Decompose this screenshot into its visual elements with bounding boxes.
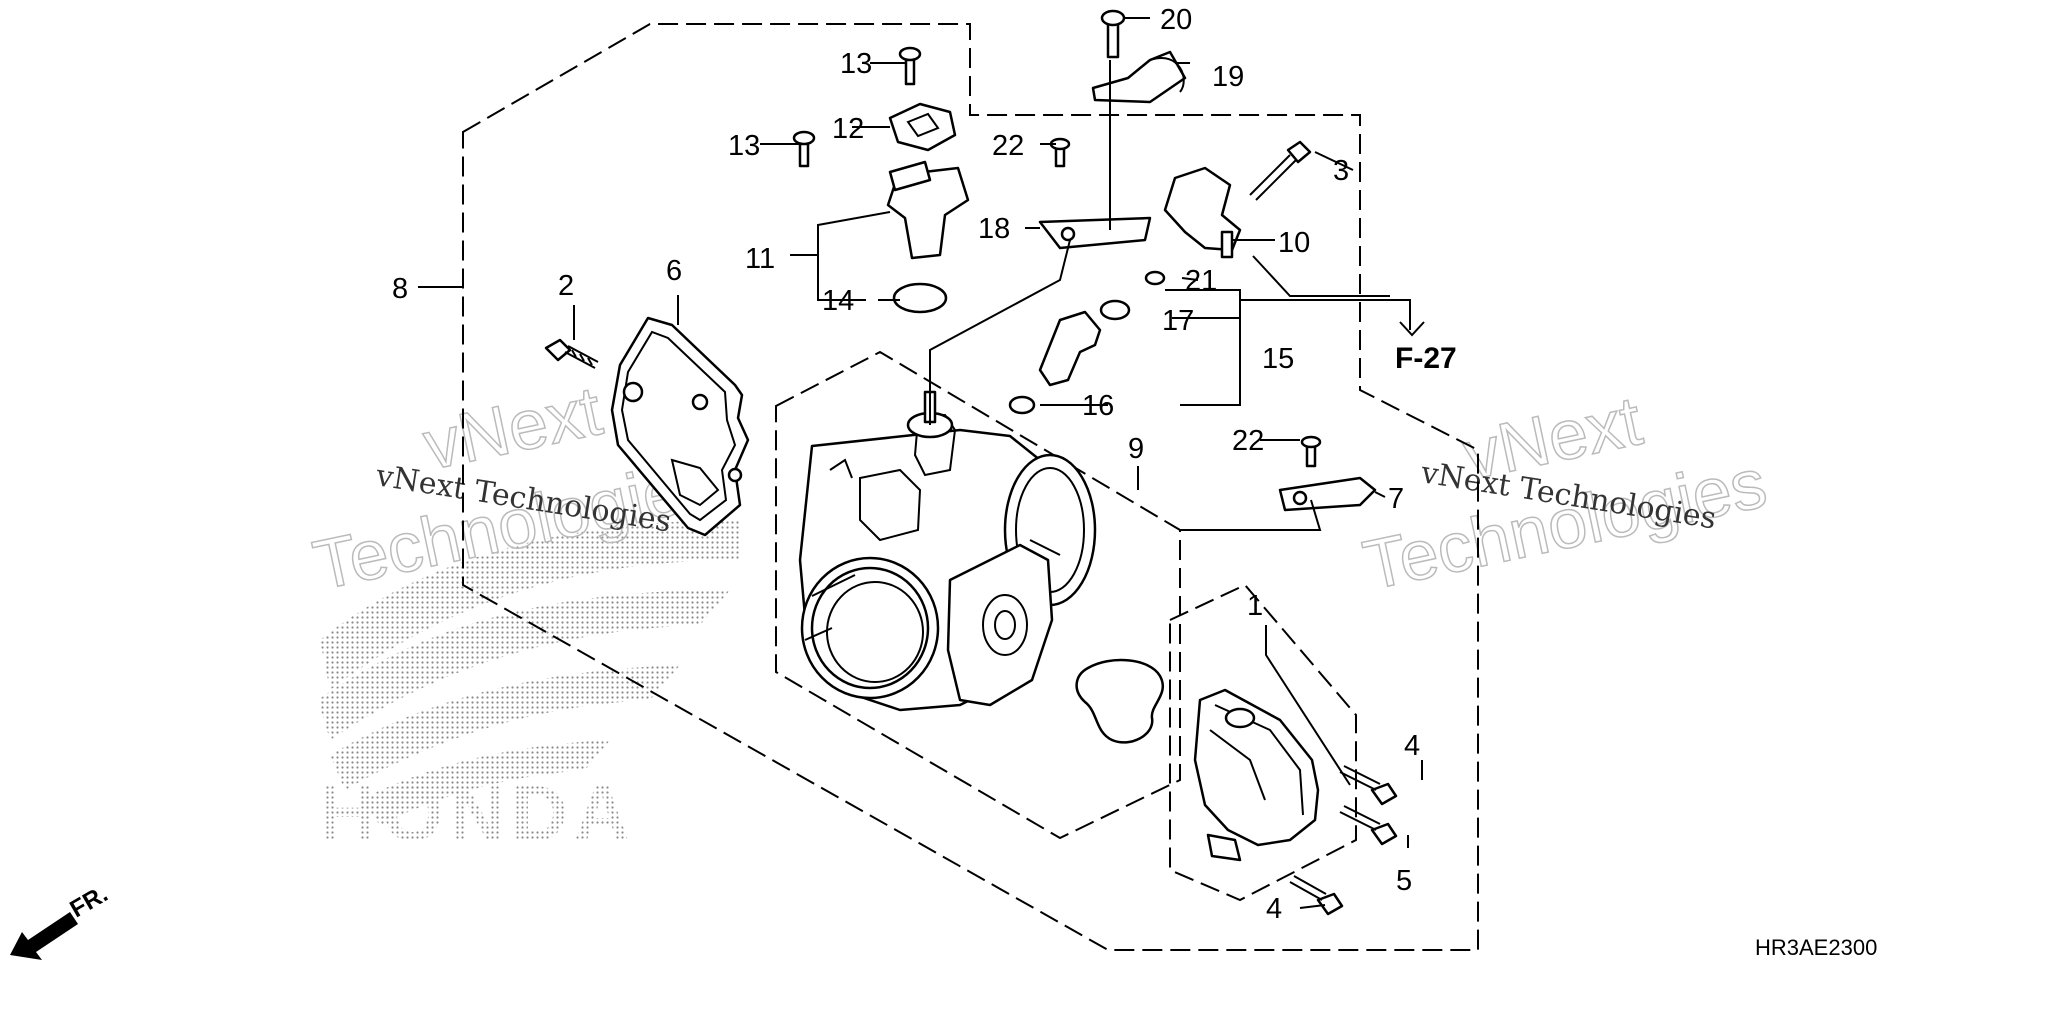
- cover-bracket-part: [610, 316, 750, 537]
- callout-16: 16: [1082, 390, 1114, 422]
- callout-2: 2: [558, 270, 574, 302]
- callout-1: 1: [1247, 590, 1263, 622]
- callout-10: 10: [1278, 227, 1310, 259]
- assembly-8-outline: [462, 23, 1479, 951]
- callout-6: 6: [666, 255, 682, 287]
- honda-logo-watermark: HONDA: [318, 520, 740, 857]
- callout-18: 18: [978, 213, 1010, 245]
- callout-15: 15: [1262, 343, 1294, 375]
- gasket-seal-part: [1075, 658, 1164, 744]
- clamp-19-part: [1091, 9, 1187, 104]
- throttle-sensor-part: [1193, 688, 1320, 862]
- throttle-body-part: [798, 390, 1097, 712]
- callout-17: 17: [1162, 305, 1194, 337]
- callout-22-upper: 22: [992, 130, 1024, 162]
- callout-21: 21: [1185, 265, 1217, 297]
- callout-20: 20: [1160, 4, 1192, 36]
- assembly-1-outline: [1169, 583, 1357, 902]
- callout-7: 7: [1388, 483, 1404, 515]
- callout-11: 11: [745, 243, 775, 275]
- front-direction-arrow: FR.: [10, 880, 112, 960]
- callout-14: 14: [822, 285, 854, 317]
- bracket-18-part: [1038, 137, 1152, 250]
- callout-9: 9: [1128, 433, 1144, 465]
- callout-13-lower: 13: [728, 130, 760, 162]
- callout-4-lower: 4: [1266, 893, 1282, 925]
- cross-reference-label: F-27: [1395, 342, 1457, 375]
- assembly-9-outline: [775, 350, 1181, 840]
- callout-13-upper: 13: [840, 48, 872, 80]
- diagram-code: HR3AE2300: [1755, 935, 1877, 960]
- injector-part: [1008, 270, 1166, 415]
- bracket-7-part: [1278, 435, 1377, 512]
- leader-lines: [418, 17, 1425, 909]
- callout-19: 19: [1212, 61, 1244, 93]
- screws-4-5-part: [1289, 765, 1398, 916]
- callout-8: 8: [392, 273, 408, 305]
- watermark-vnext-left: vNext: [417, 371, 608, 484]
- callout-3: 3: [1333, 155, 1349, 187]
- callout-labels: 1 2 3 4 4 5 6 7 8 9 10 11 12 13 13 14 15…: [392, 4, 1420, 925]
- bolt-2-part: [544, 338, 599, 369]
- callout-22-lower: 22: [1232, 425, 1264, 457]
- callout-5: 5: [1396, 865, 1412, 897]
- callout-4-upper: 4: [1404, 730, 1420, 762]
- honda-logo-text: HONDA: [320, 769, 636, 857]
- callout-12: 12: [832, 113, 864, 145]
- map-sensor-part: [792, 46, 970, 314]
